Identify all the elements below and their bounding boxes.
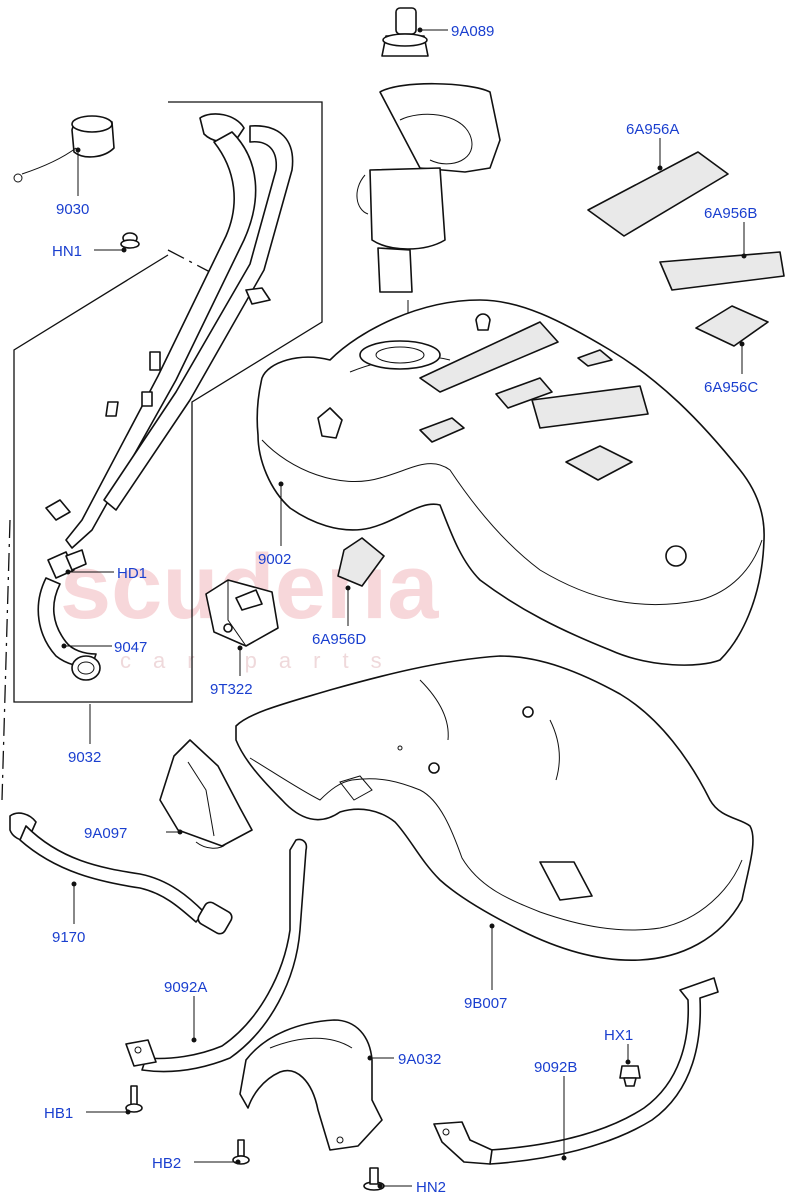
label-hx1: HX1 xyxy=(604,1027,633,1044)
label-9170: 9170 xyxy=(52,929,85,946)
label-9092b: 9092B xyxy=(534,1059,577,1076)
leader-lines xyxy=(61,27,747,1189)
label-hn1: HN1 xyxy=(52,243,82,260)
label-hb2: HB2 xyxy=(152,1155,181,1172)
fuel-tank xyxy=(256,299,765,666)
label-9a089: 9A089 xyxy=(451,23,494,40)
label-9t322: 9T322 xyxy=(210,681,253,698)
bolt-hb1 xyxy=(125,1085,143,1113)
fuel-filler-cap xyxy=(13,115,115,183)
pad-6a956d xyxy=(337,537,385,587)
bracket-9t322 xyxy=(205,579,279,647)
bolt-hb2 xyxy=(232,1139,250,1165)
label-6a956d: 6A956D xyxy=(312,631,366,648)
label-6a956a: 6A956A xyxy=(626,121,679,138)
label-9030: 9030 xyxy=(56,201,89,218)
watermark-sub: car parts xyxy=(120,648,404,673)
label-9032: 9032 xyxy=(68,749,101,766)
label-9092a: 9092A xyxy=(164,979,207,996)
pad-6a956c xyxy=(695,305,769,347)
label-6a956b: 6A956B xyxy=(704,205,757,222)
label-9002: 9002 xyxy=(258,551,291,568)
pad-6a956a xyxy=(587,151,729,237)
pipe-9170 xyxy=(9,812,233,935)
grommet-hn1 xyxy=(120,232,140,249)
fastener-hx1 xyxy=(619,1065,641,1087)
shield-9a032 xyxy=(239,1019,383,1151)
strap-9092a xyxy=(125,838,308,1073)
hose-9047 xyxy=(37,577,101,681)
filler-group-frame xyxy=(1,101,323,801)
fuel-pump-module xyxy=(356,7,501,358)
heat-shield xyxy=(235,655,754,962)
label-hb1: HB1 xyxy=(44,1105,73,1122)
pad-6a956b xyxy=(659,251,785,291)
label-hd1: HD1 xyxy=(117,565,147,582)
strap-9092b xyxy=(433,977,719,1165)
label-9b007: 9B007 xyxy=(464,995,507,1012)
part-labels: 9A089 6A956A 6A956B 6A956C 9030 HN1 HD1 … xyxy=(44,23,758,1196)
label-9a032: 9A032 xyxy=(398,1051,441,1068)
filler-neck-pipe xyxy=(45,113,294,549)
shield-9a097 xyxy=(159,739,253,849)
label-9a097: 9A097 xyxy=(84,825,127,842)
label-9047: 9047 xyxy=(114,639,147,656)
label-hn2: HN2 xyxy=(416,1179,446,1196)
label-6a956c: 6A956C xyxy=(704,379,758,396)
